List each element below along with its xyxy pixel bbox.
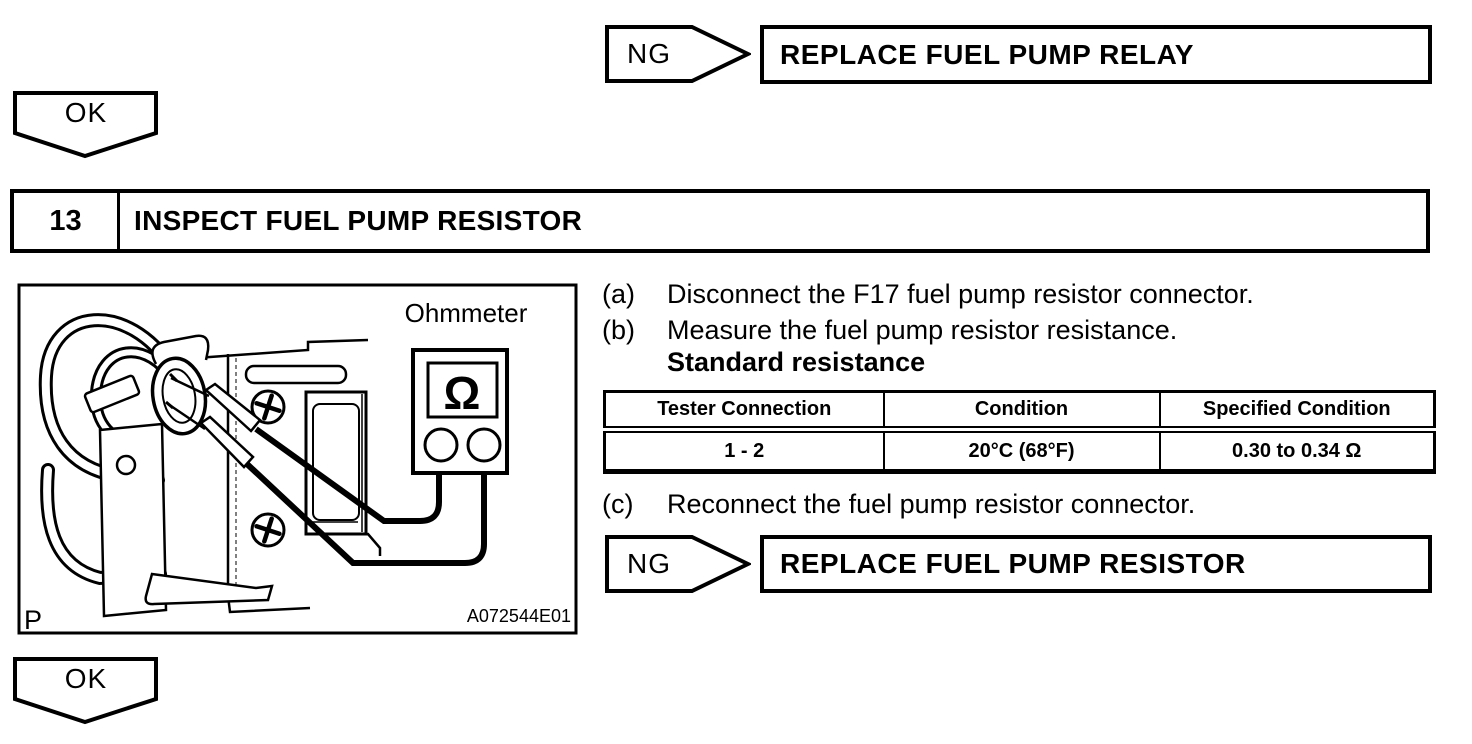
probe-needle-1 — [170, 376, 210, 398]
ng-arrow-top: NG — [605, 25, 751, 83]
ok-pentagon-top: OK — [13, 91, 159, 159]
instruction-c-marker: (c) — [602, 489, 634, 519]
ok-pentagon-bottom: OK — [13, 657, 159, 725]
hose-clamp — [83, 374, 141, 414]
test-leads — [244, 426, 487, 566]
fuel-pump-resistor-illustration: Ω Ohmmeter P A072544E01 — [17, 283, 578, 635]
resistance-spec-table: Tester Connection Condition Specified Co… — [603, 390, 1436, 474]
figure-corner-label: P — [24, 605, 42, 635]
instruction-c-text: Reconnect the fuel pump resistor connect… — [667, 489, 1196, 519]
ok-pentagon-shape-icon — [13, 657, 158, 725]
ohmmeter-device: Ω — [411, 348, 509, 475]
ok-pentagon-label: OK — [64, 663, 108, 694]
omega-symbol: Ω — [444, 367, 481, 419]
probe-handle-1 — [203, 382, 262, 433]
cell-condition: 20°C (68°F) — [882, 428, 1161, 473]
spec-table-header-row: Tester Connection Condition Specified Co… — [603, 390, 1436, 433]
ohmmeter-terminal-left — [423, 427, 459, 463]
ok-pentagon-shape-icon — [13, 91, 158, 159]
ohmmeter-display — [426, 361, 499, 419]
ng-arrow-label: NG — [627, 38, 671, 69]
instruction-a: (a) Disconnect the F17 fuel pump resisto… — [602, 278, 1442, 311]
instruction-a-marker: (a) — [602, 279, 635, 309]
instruction-b: (b) Measure the fuel pump resistor resis… — [602, 314, 1442, 347]
probe-needle-2 — [167, 402, 206, 431]
ng-arrow-bottom: NG — [605, 535, 751, 593]
instruction-b-marker: (b) — [602, 315, 635, 345]
figure-id: A072544E01 — [467, 606, 571, 626]
left-mount-plate — [98, 422, 168, 618]
mounting-bracket — [144, 338, 382, 614]
step-number: 13 — [14, 193, 120, 249]
ng-arrow-shape-icon — [605, 25, 751, 83]
resistor-body — [304, 390, 368, 536]
ng-arrow-shape-icon — [605, 535, 751, 593]
action-box-replace-fuel-pump-relay: REPLACE FUEL PUMP RELAY — [760, 25, 1432, 84]
spec-table-row: 1 - 2 20°C (68°F) 0.30 to 0.34 Ω — [603, 428, 1436, 473]
test-probes — [167, 376, 262, 469]
step-title: INSPECT FUEL PUMP RESISTOR — [134, 205, 583, 236]
test-lead-2 — [244, 461, 487, 566]
standard-resistance-heading: Standard resistance — [667, 347, 926, 377]
cell-specified-condition: 0.30 to 0.34 Ω — [1158, 428, 1436, 473]
cell-tester-connection: 1 - 2 — [603, 428, 885, 473]
action-box-text: REPLACE FUEL PUMP RELAY — [780, 38, 1194, 70]
ohmmeter-terminal-right — [466, 427, 502, 463]
phillips-screw-top — [250, 389, 286, 425]
plate-hole — [115, 454, 137, 476]
ng-arrow-label: NG — [627, 548, 671, 579]
instruction-c: (c) Reconnect the fuel pump resistor con… — [602, 488, 1442, 521]
col-header-tester-connection: Tester Connection — [603, 390, 885, 433]
resistor-connector — [150, 334, 210, 436]
step-header: 13 INSPECT FUEL PUMP RESISTOR — [10, 189, 1430, 253]
col-header-condition: Condition — [882, 390, 1161, 433]
col-header-specified-condition: Specified Condition — [1158, 390, 1436, 433]
instruction-b-text: Measure the fuel pump resistor resistanc… — [667, 315, 1178, 345]
action-box-replace-fuel-pump-resistor: REPLACE FUEL PUMP RESISTOR — [760, 535, 1432, 593]
bracket-foot — [144, 572, 274, 606]
probe-handle-2 — [199, 415, 255, 469]
test-lead-1 — [254, 426, 442, 524]
action-box-text: REPLACE FUEL PUMP RESISTOR — [780, 548, 1246, 579]
bracket-slot — [244, 364, 348, 385]
instruction-a-text: Disconnect the F17 fuel pump resistor co… — [667, 279, 1254, 309]
ohmmeter-label: Ohmmeter — [405, 298, 528, 328]
ok-pentagon-label: OK — [64, 97, 108, 128]
phillips-screw-bottom — [250, 512, 286, 548]
